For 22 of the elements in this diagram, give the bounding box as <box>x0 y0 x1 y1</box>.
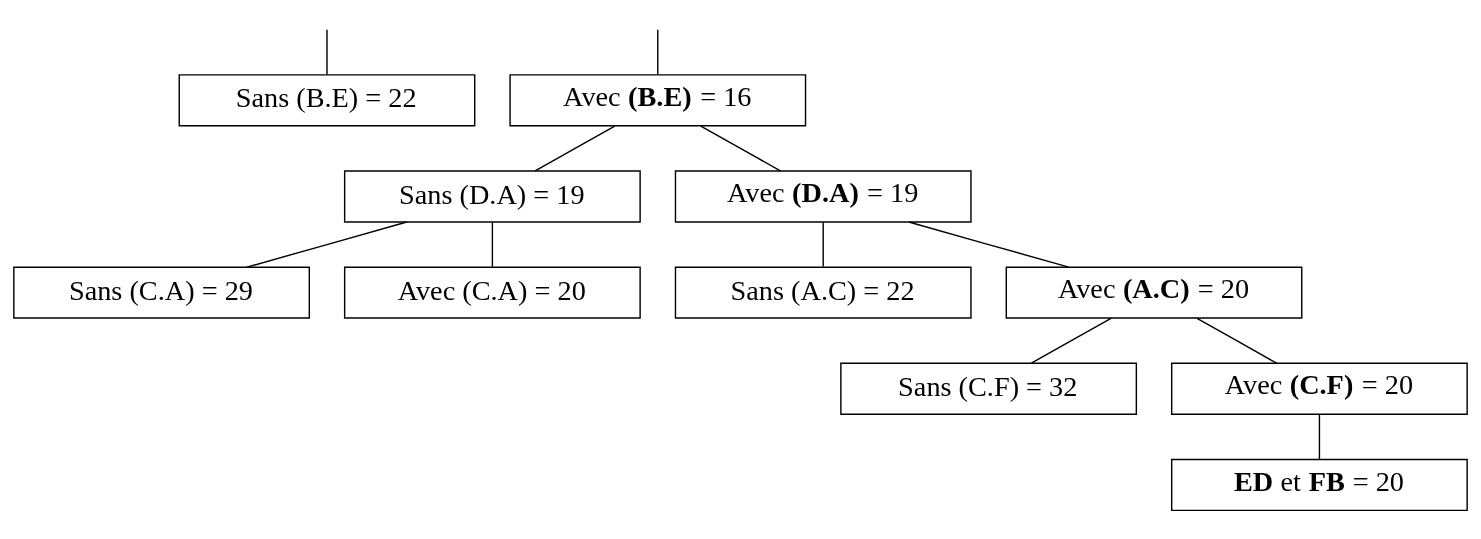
node-box: Sans (C.A) = 29 <box>13 266 310 319</box>
node-box: Avec (D.A) = 19 <box>674 170 972 223</box>
node-box: Sans (B.E) = 22 <box>178 74 476 127</box>
node-box: Avec (C.F) = 20 <box>1171 362 1468 415</box>
node-box: Avec (B.E) = 16 <box>509 74 807 127</box>
node-box: Avec (A.C) = 20 <box>1005 266 1303 319</box>
node-box: ED et FB = 20 <box>1171 458 1468 512</box>
connector <box>326 29 328 76</box>
connector <box>1030 317 1112 364</box>
connector <box>908 221 1070 268</box>
connector <box>822 221 824 268</box>
connector <box>246 221 408 268</box>
connector <box>1196 317 1278 364</box>
connector <box>491 221 494 268</box>
connector <box>534 125 616 172</box>
connector <box>1318 414 1321 460</box>
connector <box>700 125 782 172</box>
node-box: Sans (D.A) = 19 <box>343 170 641 223</box>
connector <box>657 29 659 76</box>
node-box: Avec (C.A) = 20 <box>343 266 641 319</box>
node-box: Sans (A.C) = 22 <box>674 266 972 319</box>
node-box: Sans (C.F) = 32 <box>840 362 1138 415</box>
